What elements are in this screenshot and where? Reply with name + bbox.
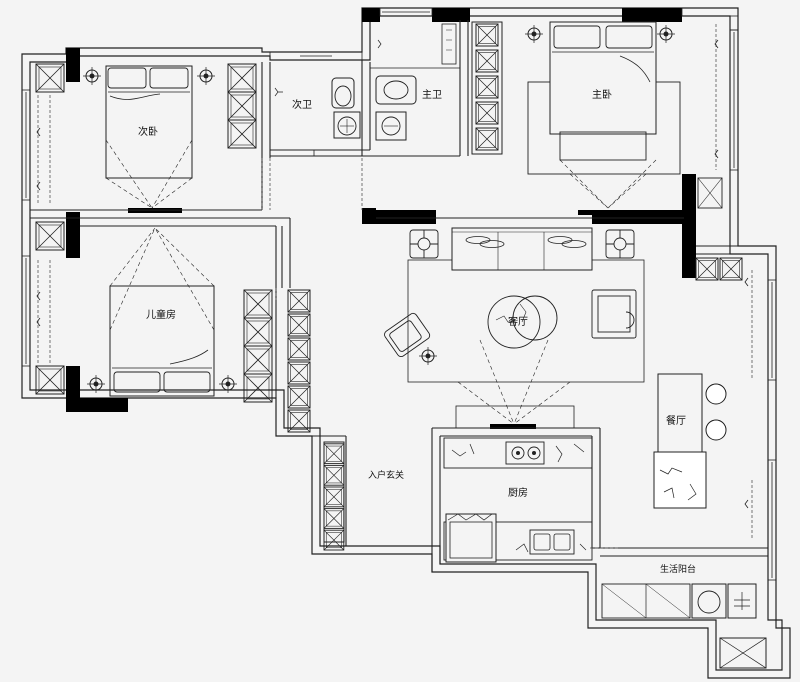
living-room: 客厅 bbox=[384, 227, 645, 429]
room-label-kitchen: 厨房 bbox=[508, 486, 528, 499]
second-bedroom: 次卧 bbox=[82, 63, 257, 209]
room-label-living-room: 客厅 bbox=[508, 315, 528, 328]
room-label-master-bedroom: 主卧 bbox=[592, 88, 612, 101]
master-bath: 主卫 bbox=[370, 23, 460, 141]
windows bbox=[21, 7, 777, 581]
master-bedroom: 主卧 bbox=[524, 21, 723, 209]
room-label-utility-balcony: 生活阳台 bbox=[660, 563, 696, 575]
dining-area: 餐厅 bbox=[653, 257, 743, 509]
room-label-guest-bath: 次卫 bbox=[292, 98, 312, 111]
room-label-master-bath: 主卫 bbox=[422, 89, 442, 101]
utility-balcony: 生活阳台 bbox=[601, 563, 767, 669]
structural-columns bbox=[66, 8, 696, 429]
guest-bath: 次卫 bbox=[274, 77, 363, 157]
room-label-kids-room: 儿童房 bbox=[146, 308, 176, 321]
master-wardrobe bbox=[471, 21, 503, 155]
entry: 入户玄关 bbox=[323, 441, 404, 551]
room-label-second-bedroom: 次卧 bbox=[138, 125, 158, 138]
interior-walls bbox=[30, 20, 768, 572]
room-label-entry: 入户玄关 bbox=[368, 469, 404, 481]
kitchen: 厨房 bbox=[443, 437, 593, 563]
kids-room: 儿童房 bbox=[86, 227, 311, 433]
room-label-dining: 餐厅 bbox=[666, 414, 686, 427]
curtain-markers bbox=[36, 39, 749, 509]
